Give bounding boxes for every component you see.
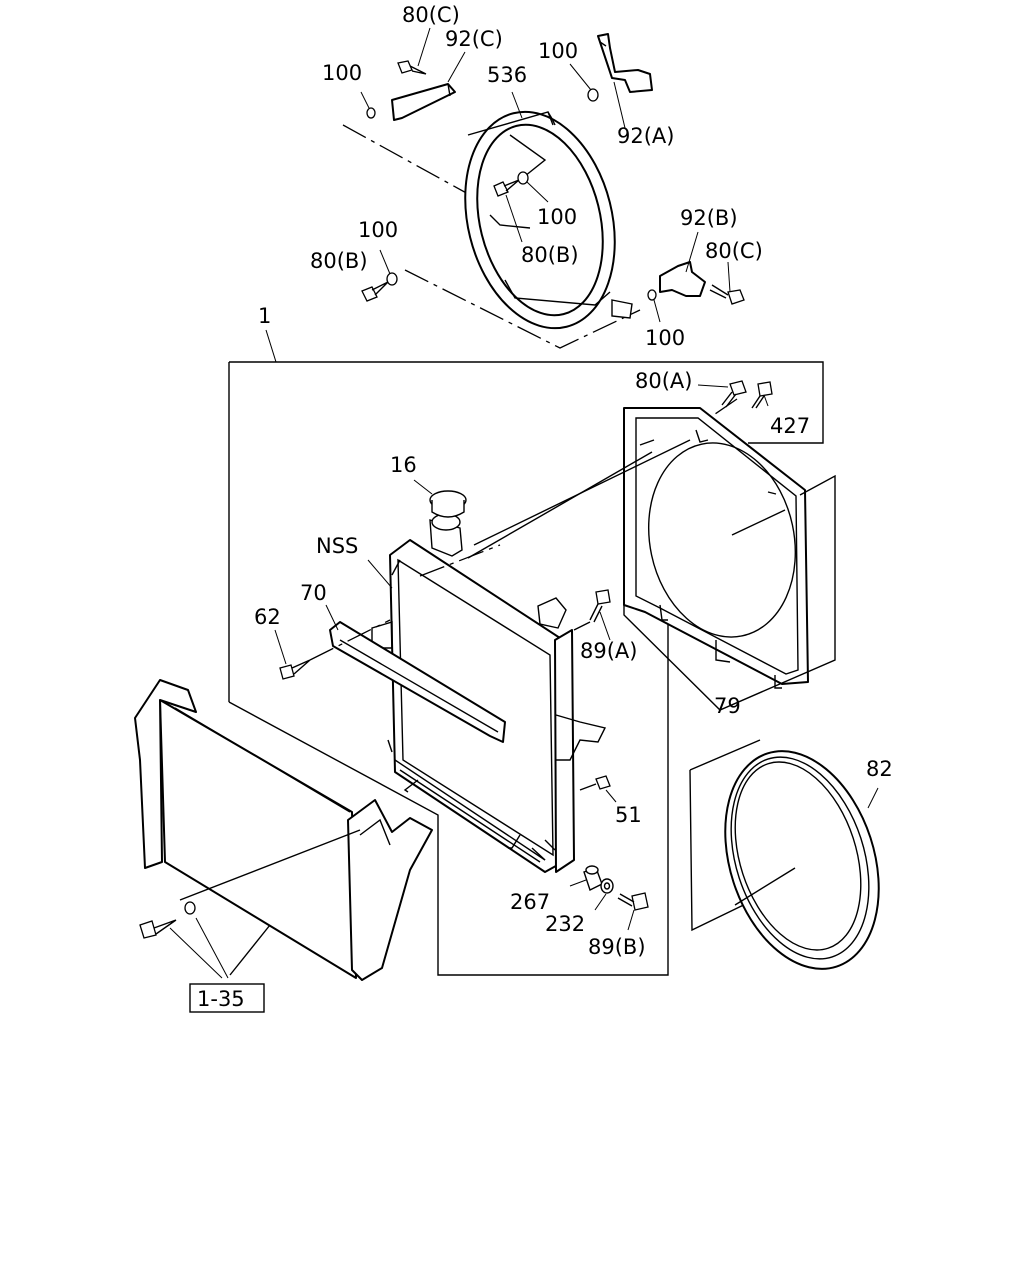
label-100-a: 100 xyxy=(322,61,362,85)
bracket-92c xyxy=(391,83,456,121)
label-1: 1 xyxy=(258,304,271,328)
bolt-51 xyxy=(579,775,611,791)
label-80c-right: 80(C) xyxy=(705,239,763,263)
fan-ring-82 xyxy=(689,739,880,970)
part-labels: 80(C) 92(C) 100 536 100 92(A) 100 100 80… xyxy=(197,3,893,1011)
label-232: 232 xyxy=(545,912,585,936)
radiator-core xyxy=(371,513,607,873)
intercooler xyxy=(134,679,433,981)
label-82: 82 xyxy=(866,757,893,781)
label-80b-left: 80(B) xyxy=(310,249,368,273)
label-nss: NSS xyxy=(316,534,358,558)
radiator-cap-16 xyxy=(429,490,467,518)
label-536: 536 xyxy=(487,63,527,87)
label-89b: 89(B) xyxy=(588,935,646,959)
washer-100-e xyxy=(647,289,657,301)
fan-shroud-536 xyxy=(342,110,641,349)
label-79: 79 xyxy=(714,694,741,718)
label-92a: 92(A) xyxy=(617,124,674,148)
bolt-intercooler xyxy=(139,919,177,939)
washer-100-b xyxy=(587,88,599,102)
label-80c-top: 80(C) xyxy=(402,3,460,27)
mount-rubber-267 xyxy=(583,865,603,891)
washer-100-a xyxy=(366,107,376,119)
label-427: 427 xyxy=(770,414,810,438)
label-92c: 92(C) xyxy=(445,27,503,51)
label-80a: 80(A) xyxy=(635,369,692,393)
bolt-89a xyxy=(573,589,611,631)
support-rod-70 xyxy=(329,621,506,743)
bolt-80b-center xyxy=(493,171,529,197)
washer-232 xyxy=(600,878,614,894)
label-267: 267 xyxy=(510,890,550,914)
label-51: 51 xyxy=(615,803,642,827)
screw-427 xyxy=(751,381,773,409)
label-70: 70 xyxy=(300,581,327,605)
bolt-80a xyxy=(721,380,747,408)
label-100-d: 100 xyxy=(358,218,398,242)
label-100-b: 100 xyxy=(538,39,578,63)
bracket-92a xyxy=(597,33,653,93)
label-62: 62 xyxy=(254,605,281,629)
label-89a: 89(A) xyxy=(580,639,637,663)
label-92b: 92(B) xyxy=(680,206,738,230)
label-100-c: 100 xyxy=(537,205,577,229)
label-100-e: 100 xyxy=(645,326,685,350)
bolt-80c-right xyxy=(709,284,745,305)
bolt-62 xyxy=(279,619,391,680)
label-80b-center: 80(B) xyxy=(521,243,579,267)
label-16: 16 xyxy=(390,453,417,477)
bolt-80b-left xyxy=(361,272,398,302)
bolt-80c-top xyxy=(397,60,427,75)
washer-intercooler xyxy=(184,901,196,915)
ref-box-1-35 xyxy=(189,983,265,1013)
bracket-92b xyxy=(659,261,706,297)
label-ref-1-35: 1-35 xyxy=(197,987,245,1011)
assembly-1-outline xyxy=(228,329,824,976)
leader-lines-top xyxy=(360,27,731,323)
bolt-89b xyxy=(617,892,649,911)
fan-shroud-79 xyxy=(623,398,836,711)
